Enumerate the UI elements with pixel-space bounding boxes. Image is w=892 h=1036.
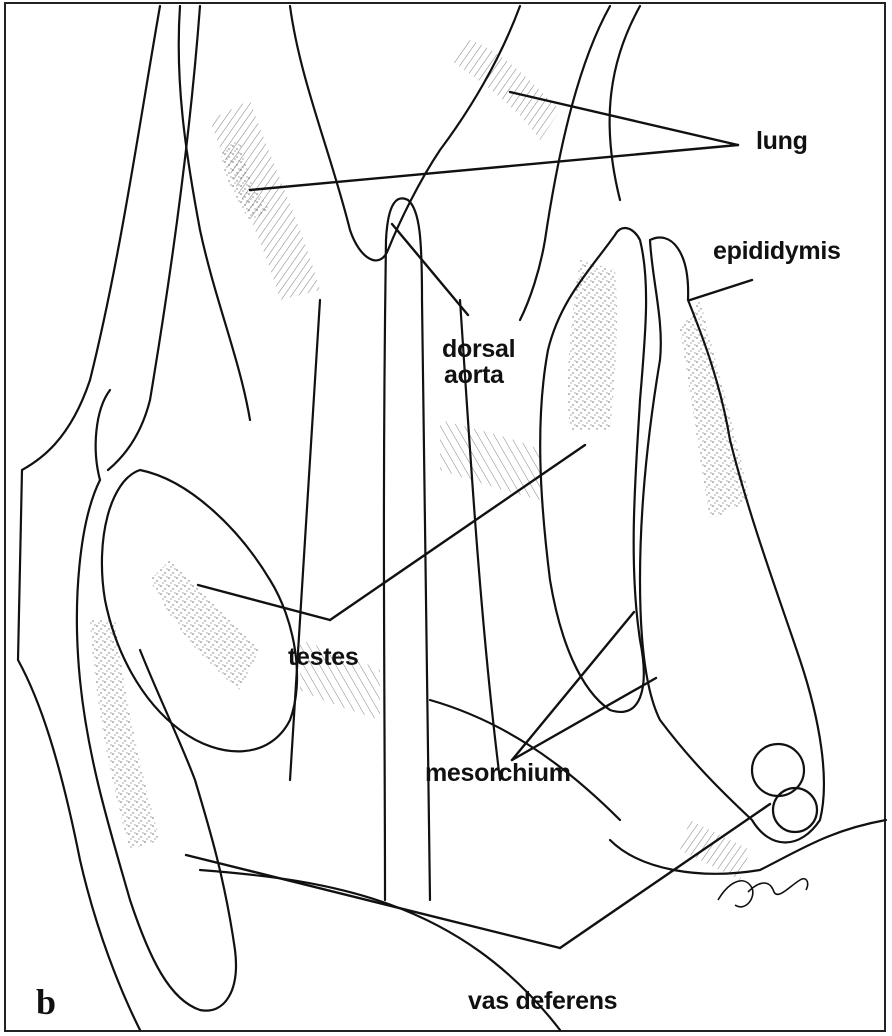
leader-mesorchium-2 — [512, 678, 656, 760]
label-vas-deferens: vas deferens — [468, 988, 617, 1014]
artist-signature — [718, 879, 808, 907]
label-epididymis: epididymis — [713, 238, 841, 264]
label-lung: lung — [756, 128, 808, 154]
body-wall-left-inner — [108, 6, 200, 470]
dorsal-aorta-outline — [384, 198, 430, 900]
label-testes: testes — [288, 644, 358, 670]
leader-epididymis — [690, 280, 752, 300]
body-wall-left-outline — [18, 6, 160, 1030]
label-dorsal-aorta-line2: aorta — [442, 362, 515, 388]
label-dorsal-aorta: dorsal aorta — [442, 336, 515, 389]
lung-center-lobe — [290, 6, 520, 260]
leader-vas-left — [186, 855, 560, 948]
leader-lung-2 — [250, 145, 738, 190]
left-epididymis-outline — [77, 480, 236, 1011]
lung-left-outline — [179, 6, 250, 420]
label-mesorchium: mesorchium — [425, 760, 571, 786]
label-dorsal-aorta-line1: dorsal — [442, 336, 515, 362]
left-lobe-small — [96, 390, 110, 480]
body-wall-right-edge — [610, 820, 886, 874]
epididymis-tail-knob-2 — [773, 788, 817, 832]
panel-letter: b — [36, 984, 56, 1022]
body-wall-right-outline — [610, 6, 640, 200]
leader-mesorchium-1 — [512, 612, 634, 760]
leader-dorsal-aorta — [392, 224, 468, 315]
